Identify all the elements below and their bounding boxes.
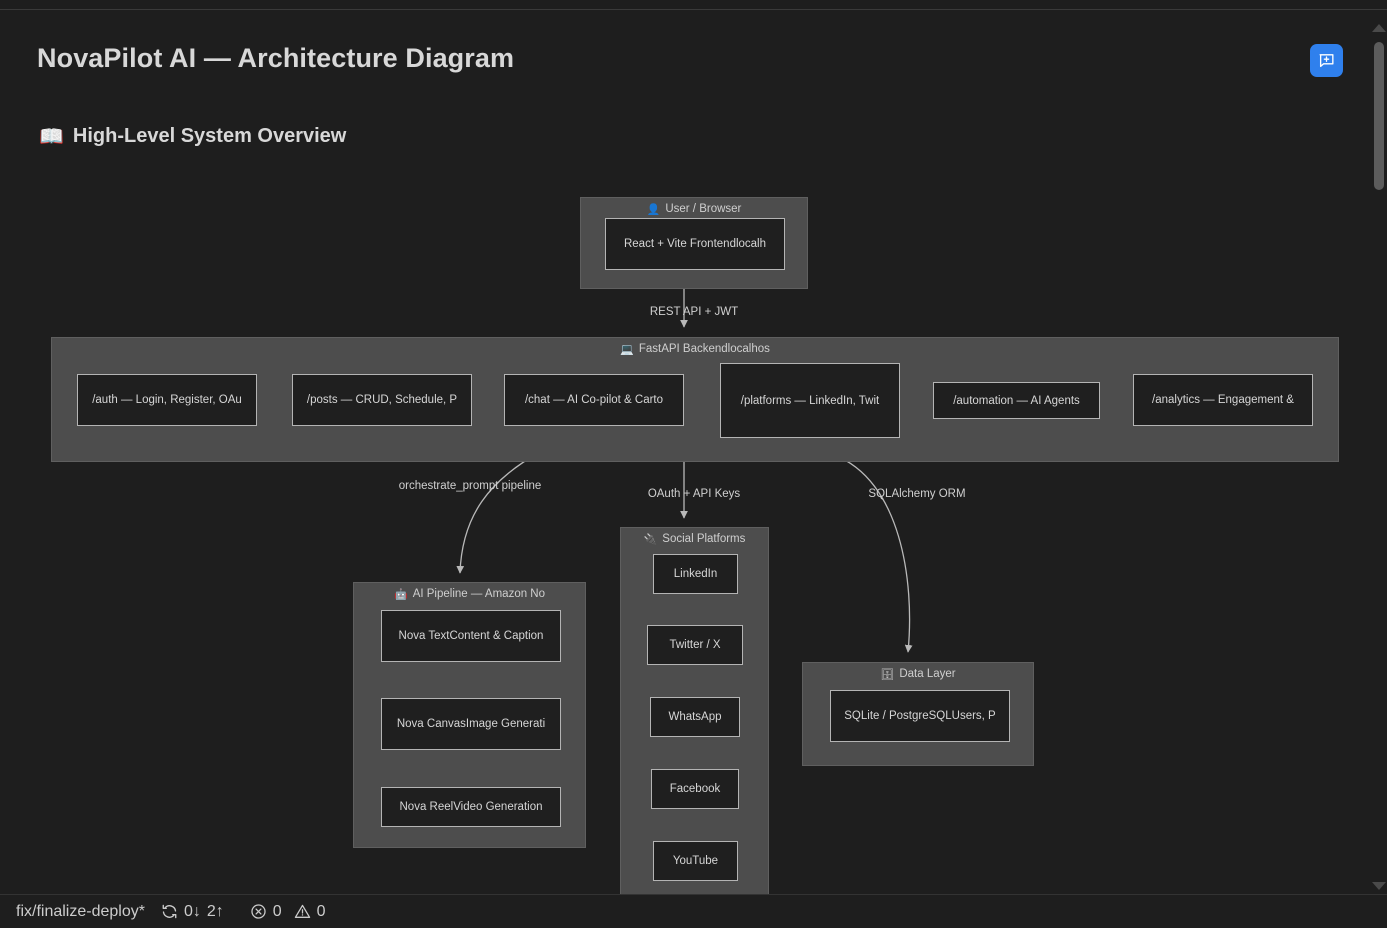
node-label: /platforms — LinkedIn, Twit [740,394,880,407]
status-error-count: 0 [272,902,282,920]
node-whatsapp[interactable]: WhatsApp [650,697,740,737]
database-icon: 🗄 [880,668,895,680]
vertical-scrollbar[interactable] [1372,10,1387,894]
laptop-icon: 💻 [620,343,634,355]
open-book-icon: 📖 [39,124,64,148]
edge-label-oauth: OAuth + API Keys [647,488,741,500]
node-platforms[interactable]: /platforms — LinkedIn, Twit [720,363,900,438]
status-sync-up: 2↑ [206,902,224,920]
subgraph-data-layer[interactable]: 🗄 Data Layer SQLite / PostgreSQLUsers, P [802,662,1034,766]
node-linkedin[interactable]: LinkedIn [653,554,738,594]
node-facebook[interactable]: Facebook [651,769,739,809]
node-database[interactable]: SQLite / PostgreSQLUsers, P [830,690,1010,742]
status-problems[interactable]: 0 0 [242,898,334,926]
edge-label-rest-api: REST API + JWT [649,306,739,318]
subgraph-ai-pipeline[interactable]: 🤖 AI Pipeline — Amazon No Nova TextConte… [353,582,586,848]
subgraph-title: User / Browser [665,203,742,215]
node-label: /analytics — Engagement & [1152,394,1294,406]
person-icon: 👤 [646,203,661,215]
status-bar: fix/finalize-deploy* 0↓ 2↑ 0 0 [0,894,1387,928]
node-auth[interactable]: /auth — Login, Register, OAu [77,374,257,426]
node-automation[interactable]: /automation — AI Agents [933,382,1100,419]
subgraph-social-platforms[interactable]: 🔌 Social Platforms LinkedIn Twitter / X … [620,527,769,894]
node-label: Nova TextContent & Caption [398,630,544,642]
status-sync[interactable]: 0↓ 2↑ [153,898,232,926]
subgraph-label: 🤖 AI Pipeline — Amazon No [354,588,585,600]
subgraph-title: AI Pipeline — Amazon No [412,588,546,600]
subgraph-label: 🔌 Social Platforms [621,533,768,545]
status-branch-label: fix/finalize-deploy* [16,902,145,920]
subgraph-title: Social Platforms [662,533,746,545]
error-icon [251,904,266,919]
node-frontend[interactable]: React + Vite Frontendlocalh [605,218,785,270]
status-branch[interactable]: fix/finalize-deploy* [8,898,153,926]
node-label: Nova CanvasImage Generati [396,718,546,730]
page-title: NovaPilot AI — Architecture Diagram [37,43,515,73]
node-label: Twitter / X [669,639,721,651]
robot-icon: 🤖 [393,588,408,600]
node-label: /automation — AI Agents [953,394,1080,407]
node-label: /posts — CRUD, Schedule, P [306,394,458,406]
node-analytics[interactable]: /analytics — Engagement & [1133,374,1313,426]
subgraph-title: Data Layer [899,668,956,680]
subgraph-label: 👤 User / Browser [581,203,807,215]
node-label: /chat — AI Co-pilot & Carto [524,394,664,406]
node-label: /auth — Login, Register, OAu [92,394,242,406]
section-heading-label: High-Level System Overview [72,124,347,147]
subgraph-label: 🗄 Data Layer [803,668,1033,680]
node-posts[interactable]: /posts — CRUD, Schedule, P [292,374,472,426]
node-twitter[interactable]: Twitter / X [647,625,743,665]
node-label: YouTube [672,855,719,867]
status-sync-down: 0↓ [183,902,201,920]
markdown-preview-canvas[interactable]: NovaPilot AI — Architecture Diagram 📖 Hi… [10,10,1362,894]
comment-plus-icon [1319,54,1334,68]
scroll-up-arrow-icon[interactable] [1372,24,1386,32]
node-label: Facebook [669,783,721,795]
node-label: Nova ReelVideo Generation [399,801,543,813]
window-top-divider [0,9,1387,10]
node-label: WhatsApp [668,711,722,723]
node-youtube[interactable]: YouTube [653,841,738,881]
node-nova-canvas[interactable]: Nova CanvasImage Generati [381,698,561,750]
node-label: SQLite / PostgreSQLUsers, P [844,710,996,722]
new-comment-button[interactable] [1310,44,1343,77]
section-heading: 📖 High-Level System Overview [39,124,346,148]
subgraph-title: FastAPI Backendlocalhos [638,343,770,355]
warning-icon [294,904,310,918]
status-warning-count: 0 [316,902,326,920]
node-nova-text[interactable]: Nova TextContent & Caption [381,610,561,662]
node-nova-reel[interactable]: Nova ReelVideo Generation [381,787,561,827]
subgraph-label: 💻 FastAPI Backendlocalhos [52,343,1338,355]
node-label: LinkedIn [673,568,718,580]
plug-icon: 🔌 [643,533,658,545]
scroll-down-arrow-icon[interactable] [1372,882,1386,890]
left-gutter [0,10,10,894]
node-label: React + Vite Frontendlocalh [623,238,767,250]
subgraph-fastapi-backend[interactable]: 💻 FastAPI Backendlocalhos /auth — Login,… [51,337,1339,462]
edge-label-sqlalchemy: SQLAlchemy ORM [868,488,966,500]
scrollbar-thumb[interactable] [1374,42,1384,190]
edge-label-orchestrate: orchestrate_prompt pipeline [398,480,542,492]
subgraph-user-browser[interactable]: 👤 User / Browser React + Vite Frontendlo… [580,197,808,289]
sync-icon [162,904,177,919]
node-chat[interactable]: /chat — AI Co-pilot & Carto [504,374,684,426]
